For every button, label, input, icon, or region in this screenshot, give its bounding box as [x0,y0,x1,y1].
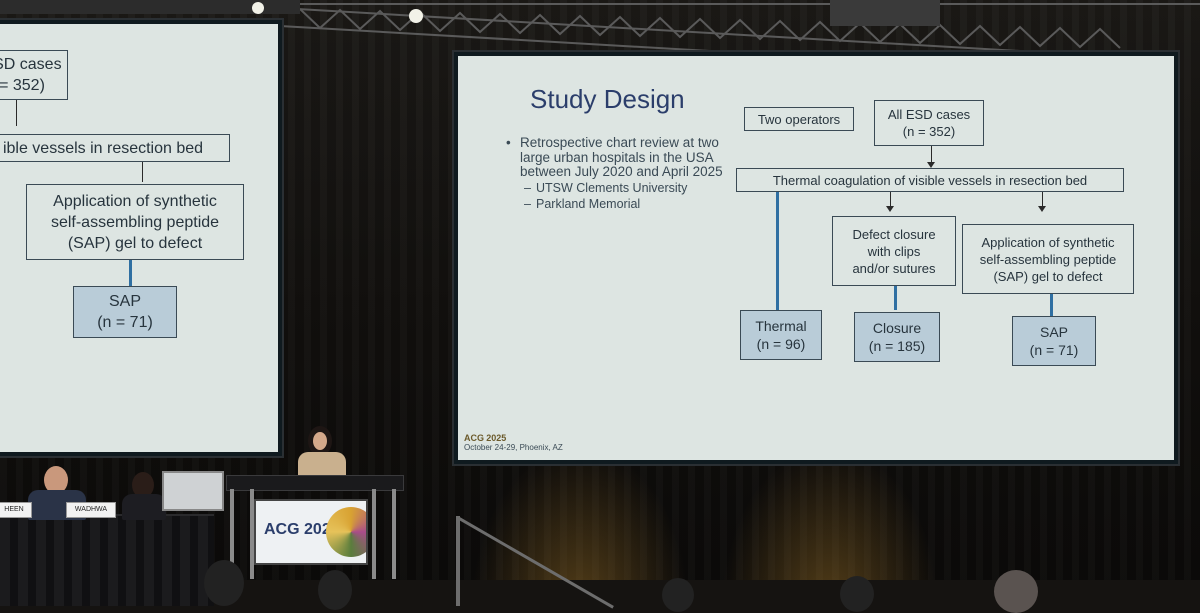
confidence-monitor [162,471,224,511]
left-sap-result-box: SAP (n = 71) [73,286,177,338]
left-projection-screen: ESD cases = 352) ible vessels in resecti… [0,18,284,458]
flow-arrow [927,162,935,168]
podium-top [226,475,404,491]
sub-bullet: Parkland Memorial [524,197,726,212]
left-connector [142,162,143,182]
head [132,472,154,498]
audience-member [318,570,352,610]
name-card: HEEN [0,502,32,518]
left-vessels-box: ible vessels in resection bed [0,134,230,162]
operators-box: Two operators [744,107,854,131]
podium-art [326,507,366,557]
left-connector [16,100,17,126]
head [44,466,68,494]
podium-leg [392,489,396,579]
torso [298,452,346,478]
slide-title: Study Design [530,84,685,114]
bullet-list: Retrospective chart review at two large … [506,135,726,215]
sap-result-box: SAP (n = 71) [1012,316,1096,366]
flow-connector [890,192,891,206]
stair-rail [456,516,460,606]
all-cases-box: All ESD cases (n = 352) [874,100,984,146]
flow-arrow [886,206,894,212]
bullet-main: Retrospective chart review at two large … [506,135,726,180]
study-design-slide: Study Design Retrospective chart review … [458,56,1174,460]
podium-leg [372,489,376,579]
flow-connector [1042,192,1043,206]
left-connector [129,260,132,286]
flow-arrow [1038,206,1046,212]
closure-step-box: Defect closure with clips and/or sutures [832,216,956,286]
conference-footer: ACG 2025 October 24-29, Phoenix, AZ [464,433,563,453]
left-cases-box: ESD cases = 352) [0,50,68,100]
thermal-step-box: Thermal coagulation of visible vessels i… [736,168,1124,192]
lighting-truss [0,0,1200,77]
flow-connector [931,146,932,162]
audience-member [662,578,694,612]
torso [122,494,166,520]
thermal-connector [776,192,779,310]
audience-member [204,560,244,606]
closure-connector [894,286,897,310]
right-projection-screen: Study Design Retrospective chart review … [452,50,1180,466]
left-slide: ESD cases = 352) ible vessels in resecti… [0,24,278,452]
panel-table [0,514,214,606]
podium-sign: ACG 2025 [254,499,368,565]
footer-brand: ACG [464,433,484,443]
left-sap-step-box: Application of synthetic self-assembling… [26,184,244,260]
sap-step-box: Application of synthetic self-assembling… [962,224,1134,294]
name-card: WADHWA [66,502,116,518]
sub-bullet: UTSW Clements University [524,181,726,196]
podium: ACG 2025 [226,475,404,580]
podium-leg [250,489,254,579]
podium-leg [230,489,234,579]
face [313,432,327,450]
audience-member [840,576,874,612]
thermal-result-box: Thermal (n = 96) [740,310,822,360]
sap-connector [1050,294,1053,316]
sub-bullet-list: UTSW Clements University Parkland Memori… [524,181,726,212]
footer-dates: October 24-29, Phoenix, AZ [464,443,563,452]
closure-result-box: Closure (n = 185) [854,312,940,362]
footer-year: 2025 [486,433,507,443]
audience-member [994,570,1038,613]
